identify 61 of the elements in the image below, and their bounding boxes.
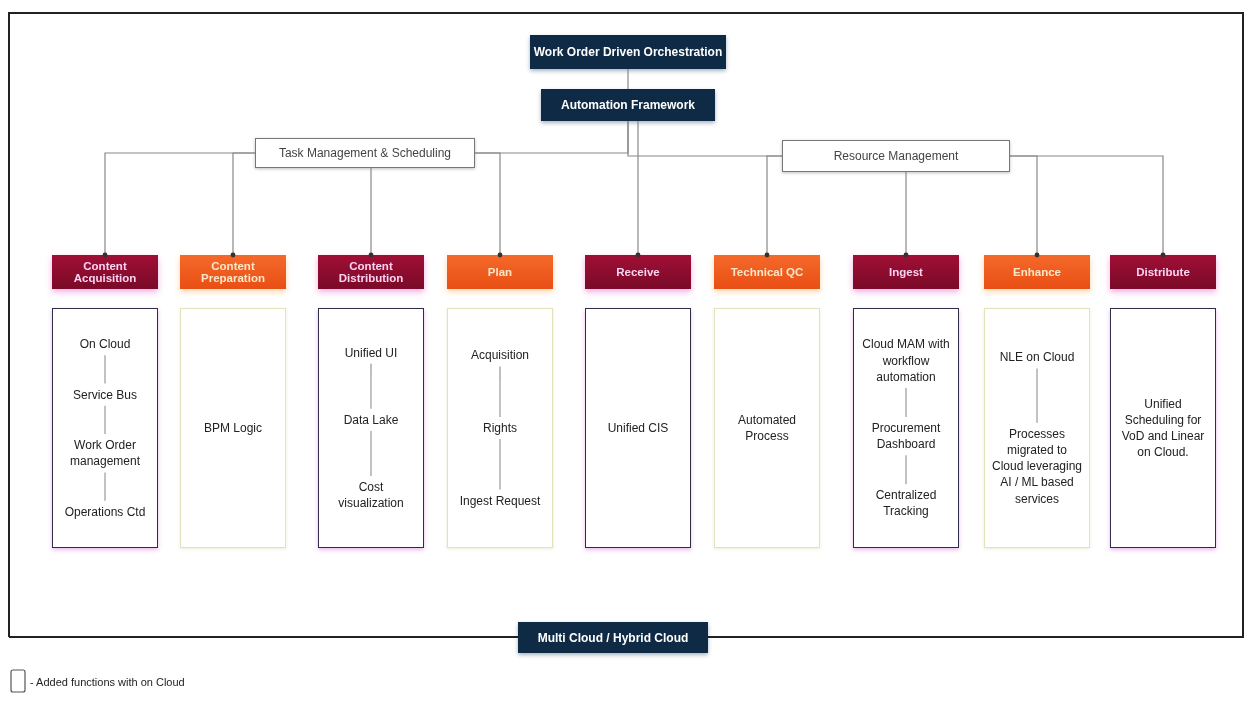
title-banner: Work Order Driven Orchestration (530, 35, 726, 69)
function-panel (180, 308, 286, 548)
stage-header: Ingest (853, 255, 959, 289)
stage-header: Content Preparation (180, 255, 286, 289)
function-item: Ingest Request (457, 491, 543, 510)
function-item: Rights (481, 418, 519, 438)
connector-line (905, 387, 907, 418)
stage-header: Distribute (1110, 255, 1216, 289)
function-item: Data Lake (341, 410, 401, 429)
stage-header: Receive (585, 255, 691, 289)
function-item: NLE on Cloud (997, 348, 1077, 367)
function-panel (447, 308, 553, 548)
stage-header: Enhance (984, 255, 1090, 289)
connector (230, 152, 256, 258)
stage-header: Plan (447, 255, 553, 289)
function-item: Cost visualization (323, 478, 419, 513)
function-panel (1110, 308, 1216, 548)
function-item: Operations Ctd (62, 502, 148, 521)
stage-header: Technical QC (714, 255, 820, 289)
function-item: Service Bus (71, 385, 139, 404)
category-box: Resource Management (782, 140, 1010, 172)
category-box: Task Management & Scheduling (255, 138, 475, 168)
function-item: Unified Scheduling for VoD and Linear on Cloud. (1115, 394, 1211, 462)
function-item: Cloud MAM with workflow automation (858, 335, 954, 386)
connector-line (1036, 367, 1038, 424)
connector (1009, 155, 1166, 258)
function-item: Acquisition (469, 346, 531, 365)
connector (368, 167, 374, 258)
function-panel (853, 308, 959, 548)
function-item: BPM Logic (202, 418, 264, 438)
connector (627, 68, 629, 90)
stage-header: Content Distribution (318, 255, 424, 289)
connector (764, 155, 783, 258)
connector-line (370, 430, 372, 477)
connector-line (499, 438, 501, 491)
function-item: Work Order management (57, 436, 153, 471)
connector (635, 120, 641, 258)
function-item: Unified CIS (605, 418, 671, 438)
function-item: Centralized Tracking (858, 486, 954, 521)
function-panel (984, 308, 1090, 548)
connector-line (104, 471, 106, 502)
function-panel (318, 308, 424, 548)
connector-line (104, 354, 106, 385)
connector (903, 171, 909, 258)
function-item: Automated Process (719, 410, 815, 446)
connector-line (905, 454, 907, 485)
function-item: On Cloud (77, 335, 133, 354)
function-panel (714, 308, 820, 548)
connector-line (104, 405, 106, 435)
function-item: Processes migrated to Cloud leveraging AI / ML based services (989, 424, 1085, 508)
framework-banner: Automation Framework (541, 89, 715, 121)
connector-line (370, 363, 372, 410)
function-panel (585, 308, 691, 548)
function-item: Unified UI (342, 343, 400, 362)
connector-line (499, 365, 501, 418)
connector (474, 152, 503, 258)
function-item: Procurement Dashboard (858, 418, 954, 454)
stage-header: Content Acquisition (52, 255, 158, 289)
cloud-banner: Multi Cloud / Hybrid Cloud (518, 622, 708, 653)
function-panel (52, 308, 158, 548)
legend-text: - Added functions with on Cloud (30, 676, 185, 688)
